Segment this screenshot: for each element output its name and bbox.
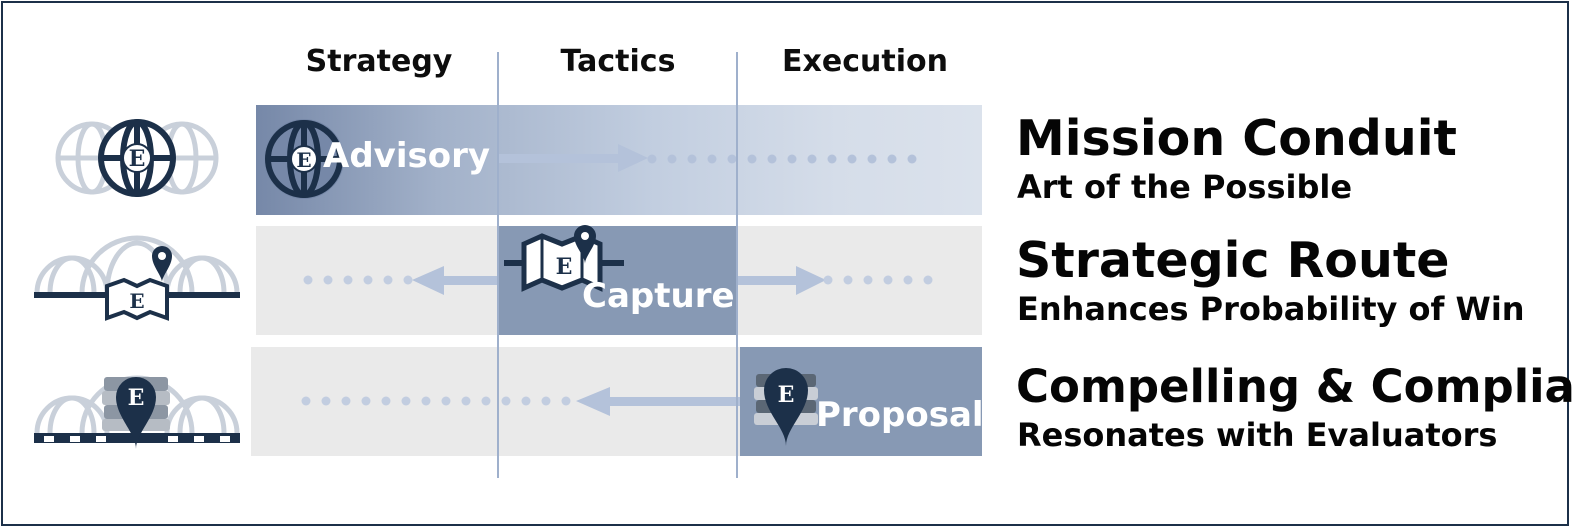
capture-left-dots bbox=[303, 275, 413, 285]
advisory-globe-icon: E bbox=[264, 119, 344, 199]
globe-e-icon: E bbox=[55, 119, 219, 197]
svg-text:E: E bbox=[129, 146, 146, 172]
advisory-flow-arrow bbox=[498, 144, 648, 172]
strategic-route-subtitle: Enhances Probability of Win bbox=[1017, 290, 1525, 328]
capture-label: Capture bbox=[582, 276, 735, 316]
capture-right-dots bbox=[823, 275, 933, 285]
mission-conduit-title: Mission Conduit bbox=[1016, 110, 1457, 167]
proposal-dots bbox=[301, 396, 571, 406]
mission-conduit-subtitle: Art of the Possible bbox=[1017, 168, 1353, 206]
svg-text:E: E bbox=[129, 289, 144, 313]
divider-strategy-tactics bbox=[497, 52, 499, 478]
advisory-dots bbox=[647, 154, 917, 164]
books-pin-e-icon: E bbox=[34, 375, 240, 449]
column-execution: Execution bbox=[782, 44, 948, 79]
capture-left-arrow bbox=[412, 266, 498, 295]
compelling-compliant-title: Compelling & Compliant bbox=[1016, 360, 1574, 413]
column-strategy: Strategy bbox=[305, 44, 453, 79]
proposal-books-icon: E bbox=[754, 368, 818, 446]
column-tactics: Tactics bbox=[560, 44, 676, 79]
compelling-compliant-subtitle: Resonates with Evaluators bbox=[1017, 416, 1498, 454]
proposal-left-arrow bbox=[576, 387, 740, 416]
divider-tactics-execution bbox=[736, 52, 738, 478]
svg-text:E: E bbox=[128, 385, 145, 411]
svg-text:E: E bbox=[778, 382, 795, 408]
advisory-label: Advisory bbox=[323, 136, 490, 176]
capture-map-icon: E bbox=[504, 225, 624, 292]
proposal-label: Proposal bbox=[816, 395, 984, 435]
capture-right-arrow bbox=[738, 266, 826, 295]
svg-text:E: E bbox=[296, 148, 311, 172]
svg-text:E: E bbox=[556, 254, 573, 280]
map-pin-e-icon: E bbox=[34, 235, 240, 321]
strategic-route-title: Strategic Route bbox=[1016, 232, 1450, 289]
